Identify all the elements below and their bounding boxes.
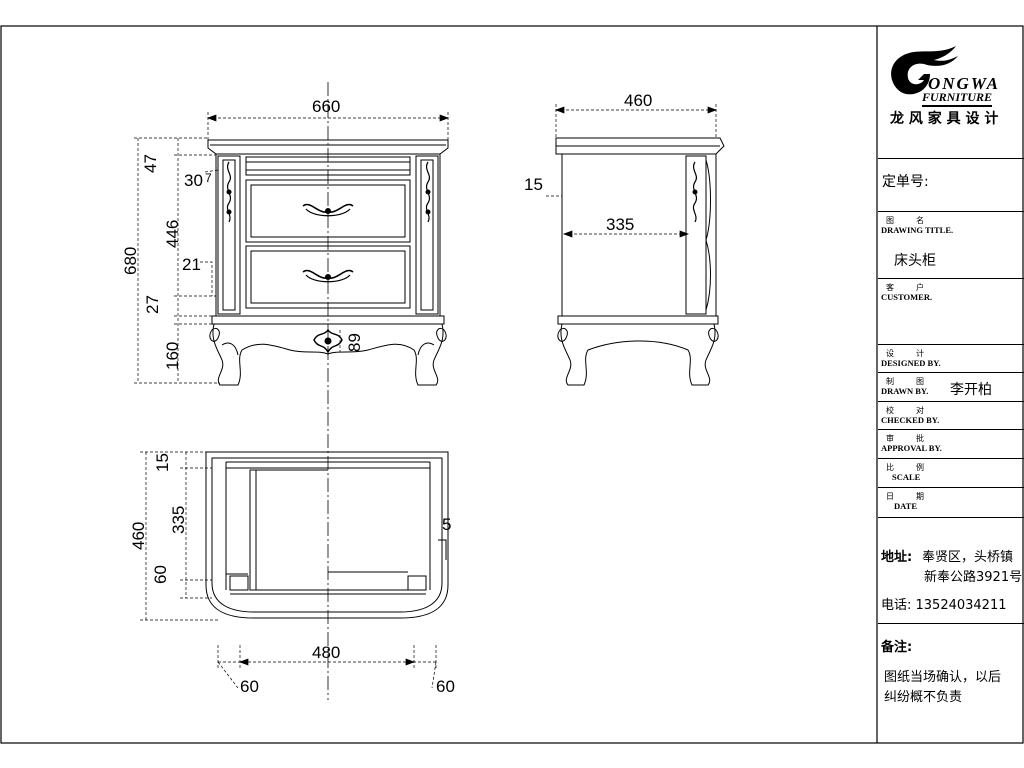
logo-cell: ONGWA FURNITURE 龙 风 家 具 设 计 [878, 26, 1024, 159]
dim-front-446: 446 [163, 220, 182, 248]
plan-view [205, 451, 449, 619]
dim-plan-480: 480 [312, 643, 340, 662]
logo-subtext: FURNITURE [922, 90, 993, 107]
approval-cell: 审 批 APPROVAL BY. [878, 430, 1024, 459]
notes-line2: 纠纷概不负责 [884, 690, 963, 705]
dim-side-335: 335 [606, 215, 634, 234]
checked-cn: 校 对 [886, 406, 934, 415]
designed-cn: 设 计 [886, 349, 934, 358]
phone-text: 电话: 13524034211 [881, 598, 1007, 613]
scale-cell: 比 例 SCALE [878, 459, 1024, 488]
dim-plan-460: 460 [129, 522, 148, 550]
drawing-title-cn: 图 名 [886, 216, 934, 225]
drawn-value: 李开柏 [950, 382, 992, 398]
dim-front-27: 27 [143, 295, 162, 314]
address-line1: 奉贤区，头桥镇 [922, 550, 1014, 565]
dim-front-7: 7 [205, 171, 212, 185]
designed-en: DESIGNED BY. [881, 358, 941, 368]
dim-side-width: 460 [624, 91, 652, 110]
designed-cell: 设 计 DESIGNED BY. [878, 345, 1024, 373]
customer-cell: 客 户 CUSTOMER. [878, 279, 1024, 345]
drawing-title-value: 床头柜 [894, 253, 936, 269]
side-dimensions [546, 104, 717, 238]
dim-plan-15: 15 [153, 453, 172, 472]
address-cell: 地址: 奉贤区，头桥镇 新奉公路3921号 电话: 13524034211 [878, 518, 1024, 624]
notes-label: 备注: [881, 640, 913, 655]
dim-plan-60: 60 [151, 565, 170, 584]
dragon-logo-icon [891, 46, 958, 95]
dim-front-21: 21 [182, 255, 201, 274]
notes-cell: 备注: 图纸当场确认，以后 纠纷概不负责 [878, 624, 1024, 743]
customer-cn: 客 户 [886, 283, 934, 292]
date-en: DATE [894, 501, 917, 511]
dim-plan-335: 335 [169, 506, 188, 534]
order-no-label: 定单号: [882, 174, 929, 190]
side-view [555, 137, 725, 386]
title-block: ONGWA FURNITURE 龙 风 家 具 设 计 定单号: 图 名 DRA… [878, 26, 1024, 743]
dim-front-30: 30 [184, 171, 203, 190]
order-no-cell: 定单号: [878, 159, 1024, 212]
scale-cn: 比 例 [886, 463, 934, 472]
dim-front-top: 47 [141, 154, 160, 173]
approval-cn: 审 批 [886, 434, 934, 443]
dim-front-89: 89 [345, 333, 364, 352]
logo-cn-text: 龙 风 家 具 设 计 [890, 111, 999, 127]
dim-front-height: 680 [121, 247, 140, 275]
scale-en: SCALE [892, 472, 921, 482]
sheet-border [0, 25, 1024, 744]
dim-plan-5: 5 [442, 515, 451, 534]
date-cn: 日 期 [886, 492, 934, 501]
notes-line1: 图纸当场确认，以后 [884, 670, 1002, 685]
date-cell: 日 期 DATE [878, 488, 1024, 518]
plan-dimensions [140, 451, 437, 689]
front-dimensions [134, 112, 449, 384]
logo-text: ONGWA [928, 74, 1001, 93]
approval-en: APPROVAL BY. [881, 443, 942, 453]
drawn-en: DRAWN BY. [881, 386, 929, 396]
dim-plan-left-60: 60 [240, 677, 259, 696]
front-view [207, 139, 449, 386]
dim-front-width: 660 [312, 97, 340, 116]
address-label: 地址: [881, 550, 913, 565]
drawing-title-en: DRAWING TITLE. [881, 225, 954, 235]
dim-front-160: 160 [163, 342, 182, 370]
dim-plan-right-60: 60 [436, 677, 455, 696]
drawn-cell: 制 图 DRAWN BY. 李开柏 [878, 373, 1024, 402]
drawn-cn: 制 图 [886, 377, 934, 386]
dim-side-15: 15 [524, 175, 543, 194]
customer-en: CUSTOMER. [881, 292, 933, 302]
address-line2: 新奉公路3921号 [924, 570, 1023, 585]
checked-en: CHECKED BY. [881, 415, 940, 425]
checked-cell: 校 对 CHECKED BY. [878, 402, 1024, 430]
drawing-title-cell: 图 名 DRAWING TITLE. 床头柜 [878, 212, 1024, 279]
